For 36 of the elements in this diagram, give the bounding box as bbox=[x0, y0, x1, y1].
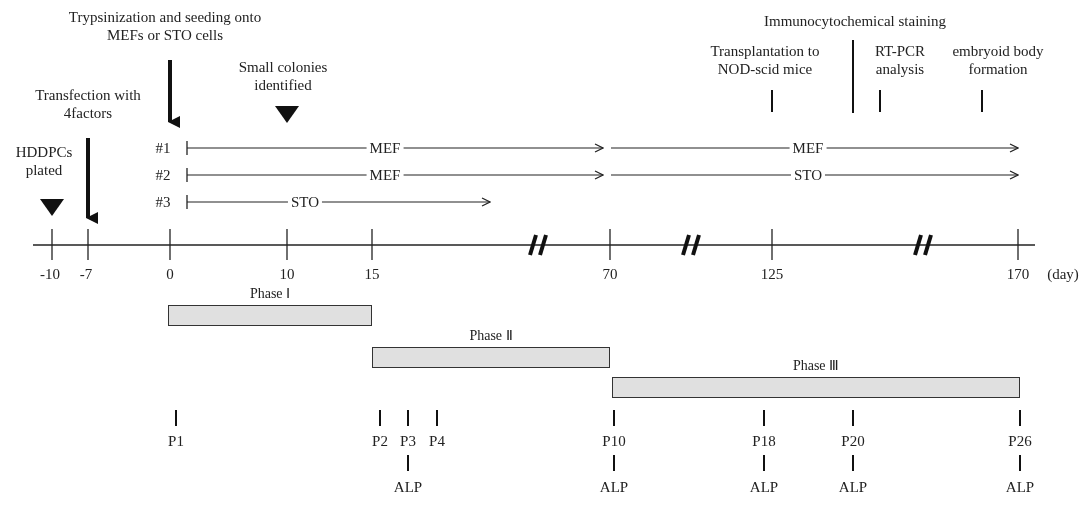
assay-label: ALP bbox=[599, 478, 629, 496]
row-label: #3 bbox=[155, 193, 171, 211]
annotation-text: Small colonies identified bbox=[237, 58, 329, 94]
annotation-text: Transfection with 4factors bbox=[34, 86, 142, 122]
passage-label: P20 bbox=[841, 432, 865, 450]
row-label: #1 bbox=[155, 139, 171, 157]
assay-label: ALP bbox=[838, 478, 868, 496]
passage-label: P3 bbox=[400, 432, 416, 450]
passage-label: P26 bbox=[1008, 432, 1032, 450]
annotation-text: Trypsinization and seeding onto MEFs or STO cells bbox=[67, 8, 263, 44]
row-label: #2 bbox=[155, 166, 171, 184]
axis-value: -10 bbox=[40, 265, 60, 283]
axis-value: 70 bbox=[602, 265, 618, 283]
annotation-text: Immunocytochemical staining bbox=[764, 12, 946, 30]
annotation-text: Transplantation to NOD-scid mice bbox=[709, 42, 821, 78]
passage-label: P1 bbox=[168, 432, 184, 450]
phase-label: Phase Ⅱ bbox=[469, 327, 513, 344]
annotation-text: embryoid body formation bbox=[951, 42, 1045, 78]
axis-value: 15 bbox=[364, 265, 380, 283]
axis-value: 10 bbox=[279, 265, 295, 283]
annotation-text: HDDPCs plated bbox=[14, 143, 74, 179]
axis-value: -7 bbox=[79, 265, 93, 283]
assay-label: ALP bbox=[1005, 478, 1035, 496]
passage-label: P2 bbox=[372, 432, 388, 450]
phase-label: Phase Ⅰ bbox=[249, 285, 291, 302]
axis-unit: (day) bbox=[1047, 265, 1079, 283]
axis-value: 125 bbox=[760, 265, 784, 283]
annotation-text: RT-PCR analysis bbox=[873, 42, 927, 78]
phase-label: Phase Ⅲ bbox=[792, 357, 840, 374]
axis-value: 0 bbox=[166, 265, 174, 283]
assay-label: ALP bbox=[749, 478, 779, 496]
passage-label: P4 bbox=[429, 432, 445, 450]
passage-label: P10 bbox=[602, 432, 626, 450]
axis-value: 170 bbox=[1006, 265, 1030, 283]
passage-label: P18 bbox=[752, 432, 776, 450]
assay-label: ALP bbox=[393, 478, 423, 496]
